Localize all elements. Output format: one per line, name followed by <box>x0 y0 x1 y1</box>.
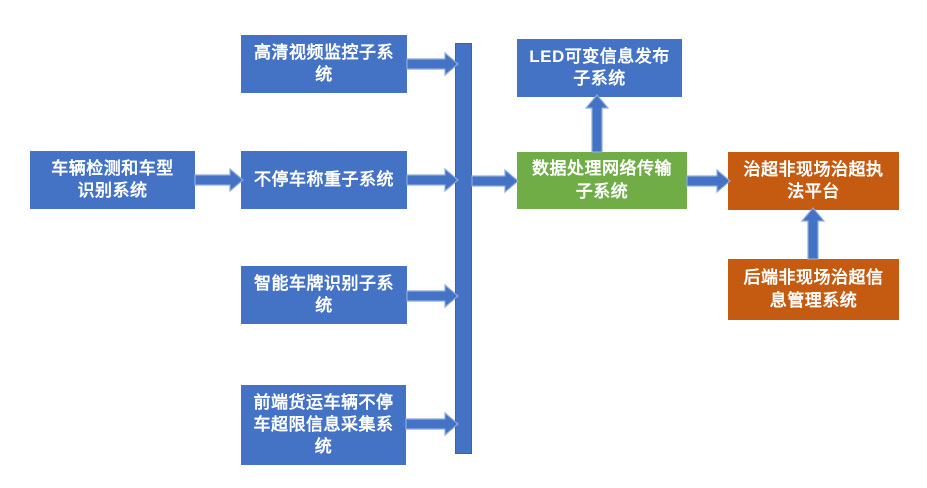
node-nonstop-weighing: 不停车称重子系统 <box>241 151 407 209</box>
node-backend-info-management: 后端非现场治超信 息管理系统 <box>728 259 899 320</box>
arrow-data-processing-to-led <box>584 94 610 153</box>
node-smart-plate-recognition-label: 智能车牌识别子系 统 <box>254 273 394 315</box>
arrow-plate-recognition-to-bar <box>406 283 459 309</box>
node-offsite-enforcement-platform-label: 治超非现场治超执 法平台 <box>743 159 884 201</box>
node-hd-video-monitoring-label: 高清视频监控子系 统 <box>254 42 394 84</box>
node-data-processing-transmission: 数据处理网络传输 子系统 <box>517 152 687 209</box>
node-led-variable-info-release: LED可变信息发布 子系统 <box>517 39 682 97</box>
arrow-frontend-collection-to-bar <box>405 411 459 437</box>
node-offsite-enforcement-platform: 治超非现场治超执 法平台 <box>728 152 899 210</box>
node-frontend-overload-collection: 前端货运车辆不停 车超限信息采集系 统 <box>241 385 406 465</box>
node-backend-info-management-label: 后端非现场治超信 息管理系统 <box>743 268 884 310</box>
arrow-vehicle-detection-to-weighing <box>194 167 244 193</box>
node-vehicle-detection-label: 车辆检测和车型 识别系统 <box>51 158 174 200</box>
collector-bar <box>455 43 472 454</box>
node-data-processing-transmission-label: 数据处理网络传输 子系统 <box>532 159 672 201</box>
arrow-bar-to-data-processing <box>471 168 519 194</box>
node-nonstop-weighing-label: 不停车称重子系统 <box>254 169 394 189</box>
arrow-weighing-to-bar <box>406 167 459 193</box>
arrow-data-processing-to-platform <box>686 168 731 194</box>
arrow-backend-to-platform <box>800 207 826 260</box>
node-hd-video-monitoring: 高清视频监控子系 统 <box>241 35 407 93</box>
node-smart-plate-recognition: 智能车牌识别子系 统 <box>241 266 407 324</box>
node-vehicle-detection: 车辆检测和车型 识别系统 <box>30 151 195 209</box>
arrow-hd-video-to-bar <box>406 51 459 77</box>
node-frontend-overload-collection-label: 前端货运车辆不停 车超限信息采集系 统 <box>253 392 394 457</box>
node-led-variable-info-release-label: LED可变信息发布 子系统 <box>529 46 670 88</box>
